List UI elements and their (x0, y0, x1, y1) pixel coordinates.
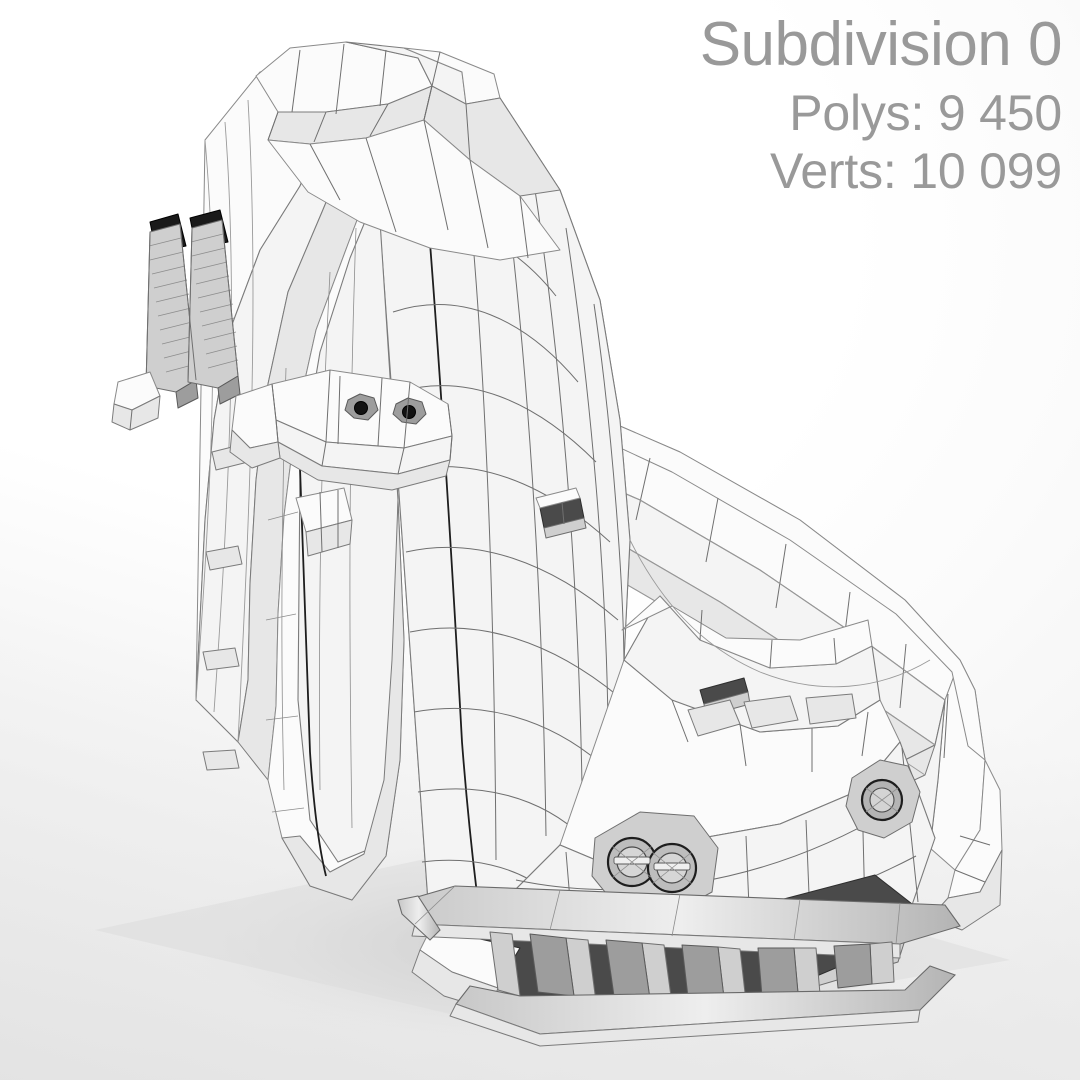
side-mount-hole-right (845, 759, 921, 839)
shoulder-bracket (229, 369, 453, 557)
frame-opening-outline (629, 539, 931, 688)
rail-ribs (489, 931, 895, 1005)
headrest (255, 41, 561, 261)
harness-straps (111, 209, 241, 431)
belt-slot-detail (535, 487, 587, 539)
side-mount-hole-left (591, 811, 719, 917)
verts-count-label: Verts: 10 099 (769, 143, 1062, 199)
polys-count-label: Polys: 9 450 (789, 85, 1062, 141)
backrest (195, 61, 631, 931)
mounting-rails (397, 874, 961, 1047)
hex-bolt-right (392, 397, 427, 425)
render-stats-overlay: Subdivision 0 Polys: 9 450 Verts: 10 099 (699, 10, 1063, 204)
left-flange-notches (202, 443, 249, 771)
subdivision-title: Subdivision 0 (699, 10, 1063, 79)
hex-bolt-left (344, 393, 379, 421)
